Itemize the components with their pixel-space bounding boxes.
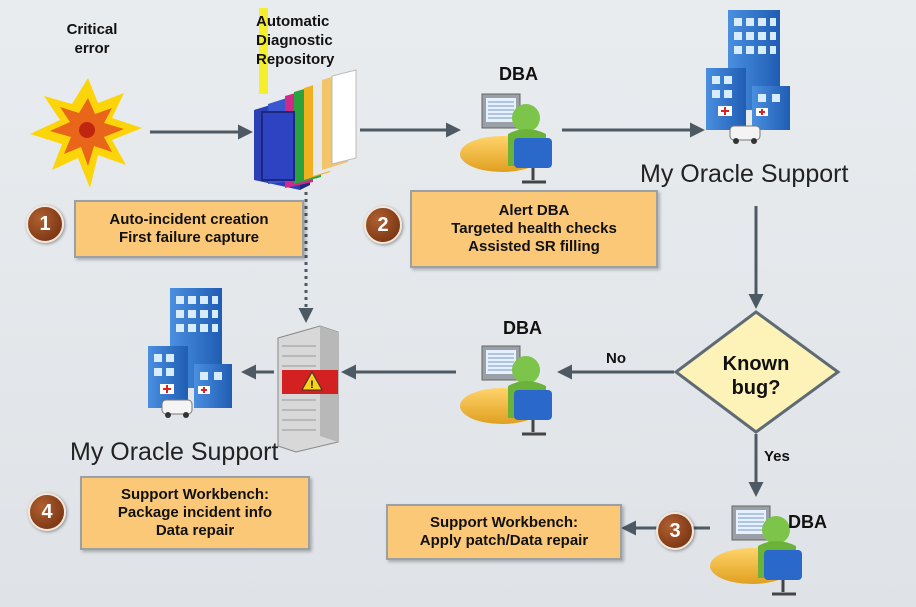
step-box-4: Support Workbench: Package incident info…	[80, 476, 310, 550]
adr-highlight	[259, 8, 268, 94]
decision-diamond	[673, 310, 841, 434]
my-oracle-support-top: My Oracle Support	[640, 160, 849, 188]
dba-workstation-icon-top	[460, 93, 552, 184]
svg-text:!: !	[310, 379, 314, 391]
step-badge-3: 3	[656, 512, 694, 550]
dba-workstation-icon-middle	[460, 345, 552, 436]
step-4-line-2: Package incident info	[117, 504, 273, 521]
step-4-line-3: Data repair	[155, 522, 235, 539]
no-label: No	[606, 350, 626, 367]
step-badge-4: 4	[28, 493, 66, 531]
step-2-line-2: Targeted health checks	[451, 220, 617, 237]
step-3-line-1: Support Workbench:	[429, 514, 579, 531]
step-2-line-3: Assisted SR filling	[468, 238, 600, 255]
my-oracle-support-bottom: My Oracle Support	[70, 438, 279, 466]
yes-label: Yes	[764, 448, 790, 465]
step-badge-2: 2	[364, 206, 402, 244]
critical-error-label: Critical error	[66, 21, 118, 57]
binders-icon	[254, 69, 357, 190]
office-building-icon-top	[706, 10, 790, 144]
step-1-line-2: First failure capture	[118, 229, 260, 246]
dba-label-top: DBA	[499, 64, 538, 84]
step-3-line-2: Apply patch/Data repair	[419, 532, 589, 549]
step-box-1: Auto-incident creation First failure cap…	[74, 200, 304, 258]
step-box-2: Alert DBA Targeted health checks Assiste…	[410, 190, 658, 268]
explosion-icon	[30, 78, 142, 188]
incident-package-icon: !	[277, 325, 339, 453]
step-box-3: Support Workbench: Apply patch/Data repa…	[386, 504, 622, 560]
step-2-line-1: Alert DBA	[498, 202, 570, 219]
dba-label-middle: DBA	[503, 318, 542, 338]
dba-label-bottom: DBA	[788, 512, 827, 532]
step-1-line-1: Auto-incident creation	[109, 211, 269, 228]
adr-label: Automatic Diagnostic Repository	[256, 13, 335, 68]
office-building-icon-bottom	[148, 288, 232, 418]
step-badge-1: 1	[26, 205, 64, 243]
known-bug-label: Known bug?	[722, 353, 790, 399]
step-4-line-1: Support Workbench:	[120, 486, 270, 503]
dba-workstation-icon-bottom	[710, 505, 802, 596]
